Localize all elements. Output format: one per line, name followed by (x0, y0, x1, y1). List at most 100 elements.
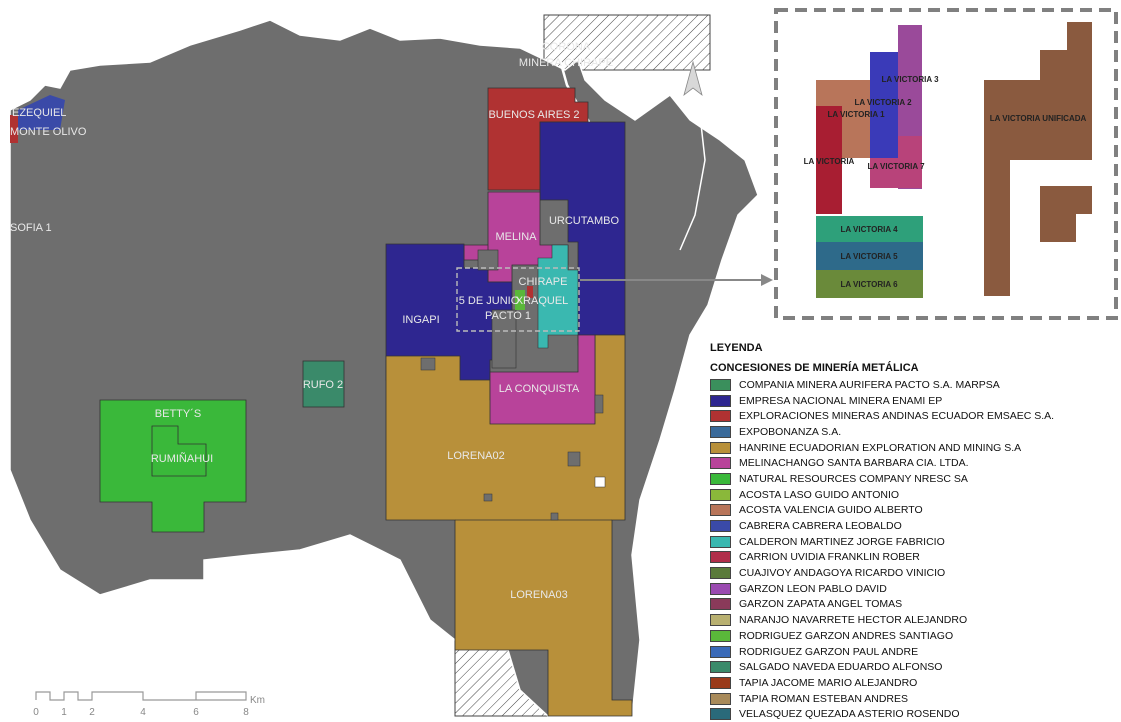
legend-label: MELINACHANGO SANTA BARBARA CIA. LTDA. (739, 457, 969, 470)
legend-swatch (710, 520, 731, 533)
legend-item: ACOSTA VALENCIA GUIDO ALBERTO (710, 503, 1115, 519)
legend-item: EXPOBONANZA S.A. (710, 424, 1115, 440)
legend-label: ACOSTA LASO GUIDO ANTONIO (739, 488, 900, 501)
territory-boundary (9, 19, 759, 717)
inset-la-victoria-4 (816, 216, 923, 242)
legend-label: NARANJO NAVARRETE HECTOR ALEJANDRO (739, 614, 968, 627)
label-ezequiel: EZEQUIEL (12, 107, 66, 119)
inset-label-lv6: LA VICTORIA 6 (840, 280, 898, 289)
zoom-arrow-head (761, 274, 773, 286)
inset-la-victoria (816, 106, 842, 214)
concession-la-conquista (489, 334, 596, 425)
legend-swatch (710, 410, 731, 423)
legend-swatch (710, 661, 731, 674)
legend-item: EXPLORACIONES MINERAS ANDINAS ECUADOR EM… (710, 408, 1115, 424)
inset-label-lv2: LA VICTORIA 2 (854, 98, 912, 107)
label-corona: CORONA (542, 41, 591, 53)
label-rufo: RUFO 2 (303, 379, 343, 391)
legend-label: NATURAL RESOURCES COMPANY NRESC SA (739, 472, 968, 485)
concession-xraquel-green (515, 290, 525, 310)
inset-la-victoria-unificada (984, 22, 1092, 296)
concession-xraquel-red (527, 286, 533, 298)
concession-pacto-1 (491, 309, 517, 369)
scale-tick-2: 2 (89, 707, 95, 718)
concession-ezequiel-red (10, 115, 18, 143)
label-pacto: PACTO 1 (485, 310, 531, 322)
legend-label: CABRERA CABRERA LEOBALDO (739, 520, 902, 533)
label-ruminahui: RUMIÑAHUI (151, 452, 213, 465)
legend-swatch (710, 551, 731, 564)
label-5-de-junio: 5 DE JUNIO (459, 295, 520, 307)
label-monte-olivo: MONTE OLIVO (10, 126, 87, 138)
legend-label: SALGADO NAVEDA EDUARDO ALFONSO (739, 661, 943, 674)
legend-item: GARZON LEON PABLO DAVID (710, 581, 1115, 597)
hatched-area-north (543, 14, 711, 71)
legend-item: TAPIA ROMAN ESTEBAN ANDRES (710, 691, 1115, 707)
legend-swatch (710, 378, 731, 391)
legend-swatch (710, 567, 731, 580)
north-arrow-icon (683, 60, 703, 97)
scale-bar: 0 1 2 4 6 8 Km (33, 691, 265, 718)
scale-tick-8: 8 (243, 707, 249, 718)
legend-swatch (710, 598, 731, 611)
inset-label-lv1: LA VICTORIA 1 (827, 110, 885, 119)
legend-swatch (710, 676, 731, 689)
legend-label: CALDERON MARTINEZ JORGE FABRICIO (739, 535, 945, 548)
concession-bettys (99, 399, 247, 533)
legend-item: CABRERA CABRERA LEOBALDO (710, 518, 1115, 534)
legend-item: EMPRESA NACIONAL MINERA ENAMI EP (710, 393, 1115, 409)
legend-item: SALGADO NAVEDA EDUARDO ALFONSO (710, 659, 1115, 675)
legend-items: COMPANIA MINERA AURIFERA PACTO S.A. MARP… (710, 377, 1115, 722)
label-chirape: CHIRAPE (519, 276, 568, 288)
label-lorena03: LORENA03 (510, 589, 567, 601)
legend-swatch (710, 614, 731, 627)
legend-swatch (710, 472, 731, 485)
legend-label: EXPLORACIONES MINERAS ANDINAS ECUADOR EM… (739, 410, 1055, 423)
legend-item: CUAJIVOY ANDAGOYA RICARDO VINICIO (710, 565, 1115, 581)
concession-chirape (537, 244, 579, 349)
legend-swatch (710, 708, 731, 721)
legend-swatch (710, 582, 731, 595)
legend-swatch (710, 394, 731, 407)
inset-label-lv5: LA VICTORIA 5 (840, 252, 898, 261)
scale-unit: Km (250, 695, 265, 706)
inset-label-lv4: LA VICTORIA 4 (840, 225, 898, 234)
inset-label-lv: LA VICTORIA (804, 157, 855, 166)
legend-item: MELINACHANGO SANTA BARBARA CIA. LTDA. (710, 455, 1115, 471)
legend-label: CARRION UVIDIA FRANKLIN ROBER (739, 551, 920, 564)
inset-label-lv3: LA VICTORIA 3 (881, 75, 939, 84)
scale-tick-6: 6 (193, 707, 199, 718)
scale-tick-4: 4 (140, 707, 146, 718)
legend-label: RODRIGUEZ GARZON ANDRES SANTIAGO (739, 629, 954, 642)
label-ingapi: INGAPI (402, 314, 439, 326)
legend-swatch (710, 457, 731, 470)
label-bettys: BETTY´S (155, 408, 201, 420)
label-minera-chirape: MINERA CHIRAPE (519, 57, 613, 69)
inset-la-victoria-2 (870, 52, 898, 158)
legend-subtitle: CONCESIONES DE MINERÍA METÁLICA (710, 362, 919, 374)
label-melina: MELINA (496, 231, 538, 243)
legend-item: NARANJO NAVARRETE HECTOR ALEJANDRO (710, 612, 1115, 628)
legend-label: RODRIGUEZ GARZON PAUL ANDRE (739, 645, 919, 658)
legend-swatch (710, 441, 731, 454)
inset-la-victoria-5 (816, 242, 923, 270)
legend-label: VELASQUEZ QUEZADA ASTERIO ROSENDO (739, 708, 960, 721)
concession-small-grey (477, 249, 499, 271)
inset-label-lv7: LA VICTORIA 7 (867, 162, 925, 171)
legend-swatch (710, 535, 731, 548)
legend-label: ACOSTA VALENCIA GUIDO ALBERTO (739, 504, 923, 517)
scale-tick-0: 0 (33, 707, 39, 718)
legend-item: GARZON ZAPATA ANGEL TOMAS (710, 597, 1115, 613)
legend-item: VELASQUEZ QUEZADA ASTERIO ROSENDO (710, 706, 1115, 722)
legend-item: RODRIGUEZ GARZON PAUL ANDRE (710, 644, 1115, 660)
legend: LEYENDA CONCESIONES DE MINERÍA METÁLICA … (710, 342, 1115, 722)
inset-label-lvu: LA VICTORIA UNIFICADA (990, 114, 1087, 123)
inset-panel: LA VICTORIA 3 LA VICTORIA 2 LA VICTORIA … (774, 8, 1118, 320)
zoom-box (456, 267, 580, 332)
legend-swatch (710, 645, 731, 658)
legend-label: EMPRESA NACIONAL MINERA ENAMI EP (739, 394, 943, 407)
legend-item: COMPANIA MINERA AURIFERA PACTO S.A. MARP… (710, 377, 1115, 393)
legend-swatch (710, 488, 731, 501)
legend-item: HANRINE ECUADORIAN EXPLORATION AND MININ… (710, 440, 1115, 456)
